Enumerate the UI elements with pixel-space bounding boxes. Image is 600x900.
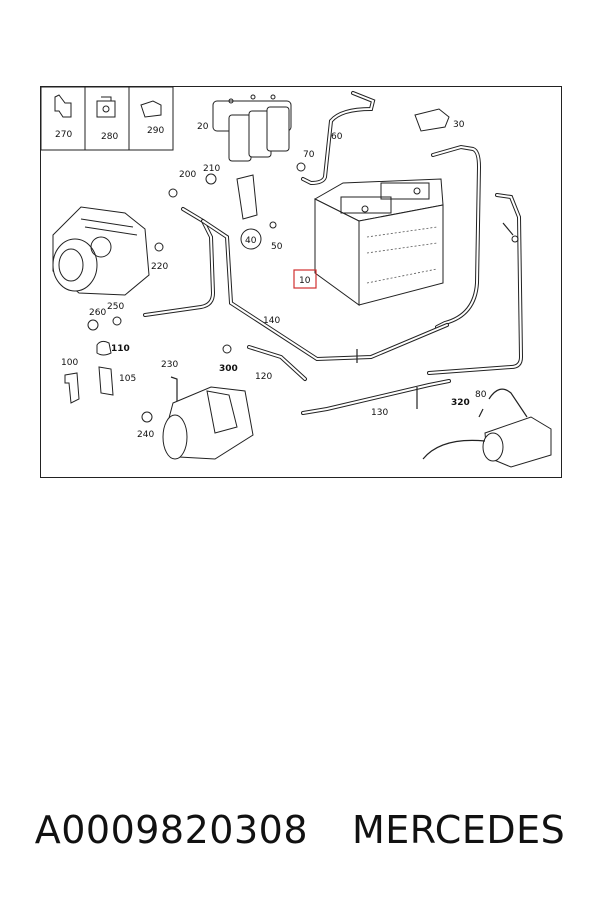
callout-140: 140 [263, 316, 280, 326]
small-parts-left: 220 250 260 110 [87, 242, 168, 356]
exhaust-80-320: 80 320 [422, 388, 552, 468]
brackets-100-105: 100 105 [61, 358, 136, 404]
cable-130: 130 [301, 379, 451, 418]
callout-60: 60 [331, 132, 343, 142]
cable-60: 60 [301, 91, 376, 186]
relay-40: 40 50 [236, 174, 283, 252]
battery [313, 178, 444, 306]
callout-20: 20 [197, 122, 209, 132]
connector-290-icon [140, 100, 162, 118]
clip-280-icon [96, 96, 116, 118]
callout-105: 105 [119, 374, 136, 384]
callout-50: 50 [271, 242, 283, 252]
part-caption: A0009820308 MERCEDES [0, 800, 600, 860]
callout-10-highlight[interactable]: 10 [293, 269, 317, 289]
part-number: A0009820308 [34, 808, 308, 852]
callout-300: 300 [219, 364, 238, 374]
alternator [52, 206, 150, 296]
callout-80: 80 [475, 390, 487, 400]
callout-220: 220 [151, 262, 168, 272]
callout-280: 280 [101, 132, 118, 142]
callout-110: 110 [111, 344, 130, 354]
callout-70: 70 [303, 150, 315, 160]
callout-40: 40 [245, 236, 257, 246]
brand-name: MERCEDES [352, 808, 566, 852]
nut-200-210: 200 210 [168, 164, 220, 198]
callout-130: 130 [371, 408, 388, 418]
callout-290: 290 [147, 126, 164, 136]
callout-120: 120 [255, 372, 272, 382]
callout-10: 10 [299, 276, 311, 286]
legend-boxes: 270 280 290 [41, 87, 174, 151]
cable-right [427, 144, 524, 375]
callout-270: 270 [55, 130, 72, 140]
callout-200: 200 [179, 170, 196, 180]
callout-240: 240 [137, 430, 154, 440]
callout-210: 210 [203, 164, 220, 174]
bolt-70: 70 [296, 150, 315, 172]
starter-motor: 230 240 [137, 360, 254, 460]
callout-250: 250 [107, 302, 124, 312]
callout-100: 100 [61, 358, 78, 368]
cable-120: 300 120 [219, 344, 307, 382]
cable-140: 140 [143, 207, 449, 363]
fuse-box-20: 20 [197, 94, 292, 162]
callout-320: 320 [451, 398, 470, 408]
parts-diagram: 270 280 290 20 60 70 30 [40, 86, 562, 478]
bracket-30: 30 [414, 108, 465, 132]
callout-230: 230 [161, 360, 178, 370]
callout-30: 30 [453, 120, 465, 130]
callout-260: 260 [89, 308, 106, 318]
bracket-270-icon [54, 94, 72, 118]
